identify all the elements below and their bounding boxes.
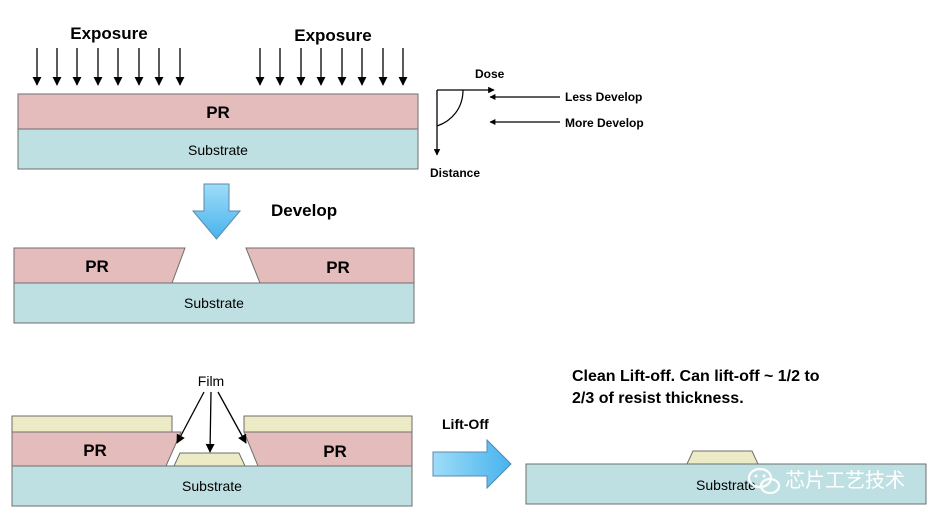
dose-distance-graph: Dose Distance Less Develop More Develop: [430, 67, 644, 180]
lift-off-step: Lift-Off: [432, 416, 512, 490]
develop-down-arrow: [191, 183, 242, 240]
watermark-text: 芯片工艺技术: [785, 469, 905, 492]
lift-off-label: Lift-Off: [442, 416, 489, 432]
film-layer-top-right: [243, 415, 413, 433]
less-develop-label: Less Develop: [565, 90, 642, 104]
film-layer-top-left: [11, 415, 173, 433]
develop-step: Develop: [191, 183, 337, 240]
develop-label: Develop: [271, 201, 337, 220]
note-line-1: Clean Lift-off. Can lift-off ~ 1/2 to: [572, 368, 820, 385]
more-develop-label: More Develop: [565, 116, 644, 130]
lift-off-right-arrow: [432, 438, 512, 490]
film-in-opening: [173, 452, 246, 467]
substrate-4: [525, 463, 927, 505]
pr-label-1: PR: [206, 103, 230, 122]
exposure-label-right: Exposure: [294, 26, 371, 45]
pr-label-2-left: PR: [85, 257, 109, 276]
pr-label-3-right: PR: [323, 442, 347, 461]
exposure-stage: Exposure Exposure PR Substrate: [17, 24, 419, 170]
substrate-2: [13, 282, 415, 324]
dose-profile-curve: [436, 89, 464, 127]
wechat-icon: [747, 467, 781, 495]
watermark: 芯片工艺技术: [747, 467, 905, 495]
substrate-label-3: Substrate: [182, 478, 242, 494]
substrate-3: [11, 465, 413, 507]
film-stage: PR PR Substrate Film: [11, 373, 413, 507]
result-stage: Clean Lift-off. Can lift-off ~ 1/2 to 2/…: [525, 368, 927, 505]
film-pointer-arrows: [176, 391, 247, 453]
substrate-label-1: Substrate: [188, 142, 248, 158]
exposure-label-left: Exposure: [70, 24, 147, 43]
substrate-label-4: Substrate: [696, 477, 756, 493]
exposure-arrows-left: [32, 48, 185, 86]
note-line-2: 2/3 of resist thickness.: [572, 390, 744, 407]
remaining-film: [686, 450, 759, 465]
substrate-label-2: Substrate: [184, 295, 244, 311]
distance-label: Distance: [430, 166, 480, 180]
film-label: Film: [198, 373, 224, 389]
pr-label-2-right: PR: [326, 258, 350, 277]
developed-stage: PR PR Substrate: [13, 247, 415, 324]
exposure-arrows-right: [255, 48, 408, 86]
dose-label: Dose: [475, 67, 505, 81]
substrate-1: [17, 128, 419, 170]
pr-label-3-left: PR: [83, 441, 107, 460]
